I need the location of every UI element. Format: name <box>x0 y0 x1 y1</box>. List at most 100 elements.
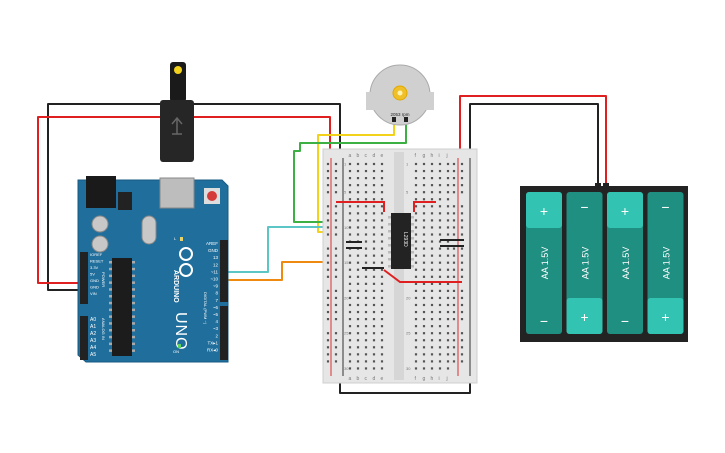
breadboard-hole <box>422 219 426 222</box>
breadboard-hole <box>364 261 368 264</box>
rail-hole <box>326 268 330 271</box>
wire-orange-pin10[interactable] <box>226 261 358 281</box>
breadboard-hole <box>414 318 418 321</box>
breadboard-hole <box>364 367 368 370</box>
breadboard-hole <box>364 268 368 271</box>
rail-hole <box>460 233 464 236</box>
breadboard-hole <box>438 268 442 271</box>
rail-hole <box>326 254 330 257</box>
breadboard-hole <box>356 212 360 215</box>
board-name: UNO <box>172 312 189 351</box>
jumper-red-1[interactable] <box>336 201 385 212</box>
power-jack <box>86 176 116 208</box>
pin-label-digital: 4 <box>215 319 218 324</box>
breadboard-hole <box>380 325 384 328</box>
breadboard-hole <box>422 191 426 194</box>
rail-hole <box>452 289 456 292</box>
breadboard-hole <box>446 212 450 215</box>
chip-pin <box>132 329 135 332</box>
rail-hole <box>452 219 456 222</box>
rail-hole <box>334 360 338 363</box>
rail-hole <box>326 275 330 278</box>
rail-hole <box>452 177 456 180</box>
breadboard-hole <box>446 296 450 300</box>
breadboard-hole <box>422 360 426 363</box>
breadboard-hole <box>414 268 418 271</box>
rail-hole <box>326 247 330 250</box>
breadboard-hole <box>422 184 426 187</box>
battery-cell-cap <box>526 192 562 228</box>
usb-port <box>159 177 195 209</box>
breadboard-hole <box>446 289 450 292</box>
row-number: 25 <box>406 331 411 336</box>
breadboard-hole <box>446 332 450 335</box>
battery-cell: +−AA 1.5V <box>526 192 562 334</box>
dc-motor[interactable]: 2053 rpm <box>366 64 434 126</box>
breadboard-hole <box>438 226 442 229</box>
breadboard-hole <box>372 184 376 187</box>
chip-pin <box>109 342 112 346</box>
wire-black-gnd[interactable] <box>47 103 341 291</box>
breadboard-hole <box>430 226 434 229</box>
l293d-chip[interactable] <box>391 213 411 269</box>
chip-pin <box>132 261 135 264</box>
breadboard-hole <box>414 296 418 300</box>
rail-hole <box>452 226 456 229</box>
battery-terminal-plus <box>603 183 609 189</box>
jumper-red-3[interactable] <box>383 269 462 283</box>
breadboard-hole <box>446 268 450 271</box>
ic-pin <box>411 223 414 226</box>
breadboard-hole <box>430 191 434 194</box>
row-number: 1 <box>344 162 347 167</box>
rail-hole <box>326 346 330 349</box>
pin-label-digital: ~11 <box>211 269 219 274</box>
rail-hole <box>334 191 338 194</box>
breadboard-hole <box>422 268 426 271</box>
column-letter: c <box>365 153 368 159</box>
chip-pin <box>109 301 112 305</box>
breadboard-hole <box>446 247 450 250</box>
breadboard-hole <box>414 169 418 173</box>
breadboard-hole <box>446 339 450 342</box>
breadboard-hole <box>438 289 442 292</box>
breadboard-hole <box>414 325 418 328</box>
breadboard-hole <box>348 169 352 173</box>
breadboard-hole <box>446 233 450 236</box>
breadboard-hole <box>414 289 418 292</box>
column-letter: h <box>431 376 434 382</box>
rail-hole <box>326 226 330 229</box>
battery-cells: +−AA 1.5V+−AA 1.5V+−AA 1.5V+−AA 1.5V <box>526 192 684 334</box>
wire-red-5v[interactable] <box>37 116 331 284</box>
breadboard-hole <box>348 275 352 278</box>
pin-label-digital: ~3 <box>213 326 219 331</box>
breadboard-hole <box>446 282 450 285</box>
power-label: POWER <box>101 272 106 287</box>
battery-pack: +−AA 1.5V+−AA 1.5V+−AA 1.5V+−AA 1.5V <box>520 183 688 342</box>
rail-hole <box>334 303 338 307</box>
breadboard-hole <box>372 360 376 363</box>
wire-red-battery[interactable] <box>459 95 607 186</box>
breadboard-hole <box>372 303 376 307</box>
breadboard-hole <box>430 198 434 201</box>
breadboard-hole <box>414 339 418 342</box>
reset-button-cap[interactable] <box>207 191 217 201</box>
breadboard-hole <box>446 261 450 264</box>
wire-green-motor[interactable] <box>293 120 407 223</box>
breadboard-hole <box>348 282 352 285</box>
breadboard-hole <box>356 162 360 166</box>
wire-black-battery[interactable] <box>469 103 599 186</box>
breadboard-hole <box>422 282 426 285</box>
rail-hole <box>460 310 464 314</box>
rail-hole <box>460 162 464 166</box>
breadboard-hole <box>422 233 426 236</box>
breadboard-hole <box>414 353 418 356</box>
jumper-red-2[interactable] <box>413 201 436 212</box>
breadboard-hole <box>414 275 418 278</box>
rail-hole <box>452 169 456 173</box>
breadboard-hole <box>380 289 384 292</box>
pin-label-analog: A4 <box>90 345 96 351</box>
chip-pin <box>109 329 112 332</box>
breadboard-hole <box>414 247 418 250</box>
